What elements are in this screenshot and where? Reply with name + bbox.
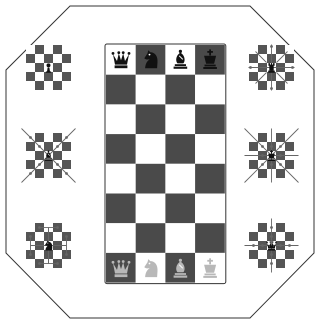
- pawn-moves-diagram: [26, 45, 71, 90]
- board-square[interactable]: [195, 75, 225, 105]
- board-square[interactable]: [136, 223, 166, 253]
- board-square[interactable]: [106, 194, 136, 224]
- board-square[interactable]: [165, 194, 195, 224]
- queen-moves-diagram: [245, 219, 299, 273]
- rook-moves-diagram: [249, 45, 295, 91]
- chess-board: [105, 44, 226, 284]
- board-square[interactable]: [106, 164, 136, 194]
- board-square[interactable]: [106, 104, 136, 134]
- board-square[interactable]: [106, 223, 136, 253]
- board-square[interactable]: [195, 104, 225, 134]
- board-square[interactable]: [195, 134, 225, 164]
- board-square[interactable]: [136, 104, 166, 134]
- board-square[interactable]: [136, 134, 166, 164]
- board-square[interactable]: [136, 164, 166, 194]
- board-square[interactable]: [106, 75, 136, 105]
- board-square[interactable]: [136, 75, 166, 105]
- board-square[interactable]: [165, 223, 195, 253]
- board-square[interactable]: [165, 134, 195, 164]
- board-square[interactable]: [136, 194, 166, 224]
- board-square[interactable]: [165, 164, 195, 194]
- board-square[interactable]: [106, 253, 136, 283]
- board-square[interactable]: [195, 194, 225, 224]
- board-square[interactable]: [195, 223, 225, 253]
- board-square[interactable]: [165, 104, 195, 134]
- board-square[interactable]: [106, 134, 136, 164]
- knight-moves-diagram: [26, 223, 71, 268]
- board-square[interactable]: [195, 164, 225, 194]
- board-square[interactable]: [165, 75, 195, 105]
- bishop-moves-diagram: [22, 129, 76, 183]
- king-moves-diagram: [245, 129, 299, 183]
